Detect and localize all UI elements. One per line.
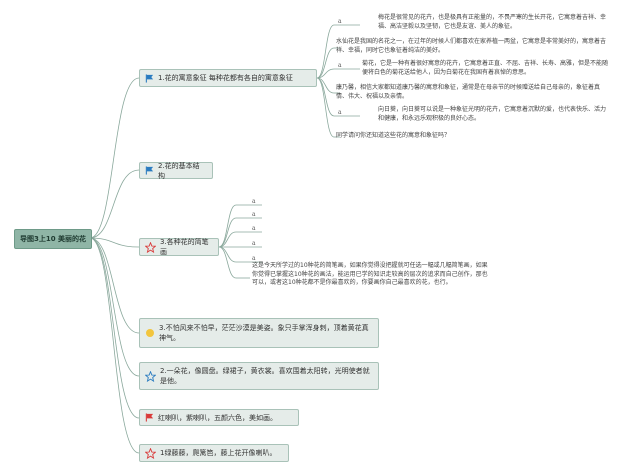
branch-label: 2.一朵花，像圆盘。绿裙子，黄衣裳。喜欢围着太阳转，光明使者就是他。 — [160, 367, 370, 385]
branch-label: 3.不怕风来不怕早，茫茫沙漠是美姿。象只手掌浑身刺，顶着黄花真神气。 — [159, 324, 369, 342]
branch-label: 红喇叭，紫喇叭，五颜六色，美如画。 — [158, 413, 277, 422]
branch-label: 2.花的基本结构 — [158, 161, 200, 180]
leaf-narcissus: 水仙花是我国的名花之一，在过年的时候人们都喜欢在家养植一两盆，它寓意是非常美好的… — [336, 38, 607, 54]
root-topic[interactable]: 导图3上10 美丽的花 — [14, 229, 92, 249]
branch-simple-drawings[interactable]: 3.各种花的简笔画 — [139, 238, 219, 256]
leaf-bullet: a — [252, 240, 256, 247]
branch-flower-meanings[interactable]: 1.花的寓意象征 每种花都有各自的寓意象征 — [139, 69, 317, 87]
branch-label: 3.各种花的简笔画 — [160, 238, 209, 256]
blue-star-icon — [145, 370, 156, 382]
leaf-drawing-instructions: 这是今天所学过的10种花的简笔画，如果你觉得没把握就可任选一幅或几幅简笔画，如果… — [252, 262, 488, 287]
leaf-bullet: a — [252, 211, 256, 218]
leaf-bullet: a — [252, 255, 256, 262]
root-topic-label: 导图3上10 美丽的花 — [19, 235, 87, 243]
branch-morning-glory-riddle[interactable]: 红喇叭，紫喇叭，五颜六色，美如画。 — [139, 409, 299, 426]
leaf-sunflower: 向日葵，向日葵可以说是一种象征光明的花卉，它寓意着沉默的爱，也代表快乐、活力和健… — [378, 106, 607, 122]
leaf-bullet: a — [338, 18, 342, 25]
red-star-icon — [145, 447, 156, 459]
leaf-bullet: a — [338, 62, 342, 69]
branch-label: 1绿藤藤，爬篱笆，藤上花开像喇叭。 — [160, 449, 277, 457]
branch-sunflower-riddle[interactable]: 2.一朵花，像圆盘。绿裙子，黄衣裳。喜欢围着太阳转，光明使者就是他。 — [139, 362, 379, 390]
leaf-bullet: a — [252, 198, 256, 205]
red-star-icon — [145, 241, 156, 253]
branch-cactus-riddle[interactable]: 3.不怕风来不怕早，茫茫沙漠是美姿。象只手掌浑身刺，顶着黄花真神气。 — [139, 318, 379, 348]
branch-vine-riddle[interactable]: 1绿藤藤，爬篱笆，藤上花开像喇叭。 — [139, 444, 289, 462]
leaf-question: 同学请问你还知道这些花的寓意和象征吗？ — [336, 132, 451, 139]
blue-flag-icon — [145, 166, 154, 175]
leaf-plum-blossom: 梅花是很常见的花卉，也是极具有正能量的，不畏严寒的生长开花，它寓意着吉祥、幸福、… — [378, 14, 607, 30]
leaf-chrysanthemum: 菊花，它是一种有着很好寓意的花卉，它寓意着正直、不屈、吉祥、长寿、高雅，但是不能… — [362, 60, 609, 76]
branch-label: 1.花的寓意象征 每种花都有各自的寓意象征 — [158, 74, 293, 82]
leaf-bullet: a — [252, 225, 256, 232]
blue-flag-icon — [145, 73, 154, 83]
leaf-carnation: 康乃馨，相信大家都知道康乃馨的寓意和象征，通常是在母亲节的时候赠送给自己母亲的，… — [336, 84, 601, 100]
red-flag-icon — [145, 413, 154, 422]
branch-flower-structure[interactable]: 2.花的基本结构 — [139, 161, 213, 180]
leaf-bullet: a — [338, 109, 342, 116]
sun-icon — [145, 328, 155, 338]
